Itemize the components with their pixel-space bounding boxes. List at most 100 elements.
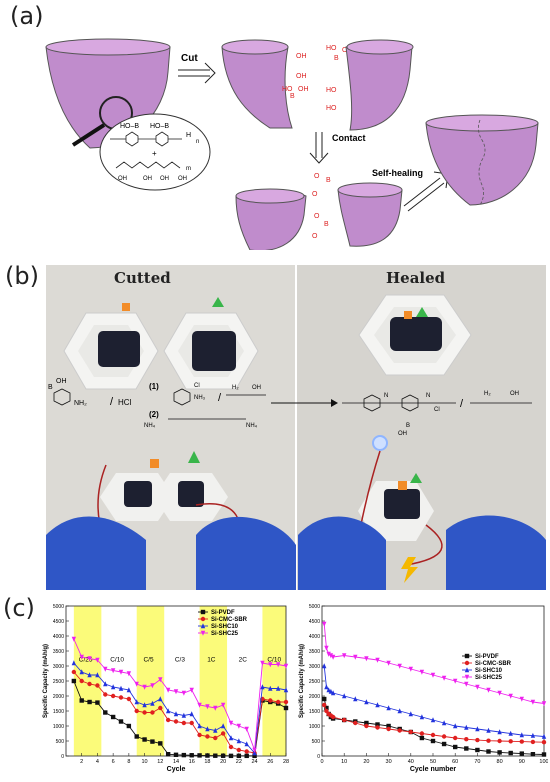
x-tick-label: 2 — [80, 759, 83, 765]
ho-group: HO — [326, 105, 337, 112]
data-point — [430, 738, 436, 744]
data-point — [386, 705, 391, 711]
legend-entry: Si-CMC-SBR — [211, 617, 248, 623]
data-point — [142, 702, 147, 708]
data-point — [275, 685, 281, 691]
x-tick-label: 30 — [386, 759, 392, 765]
data-point — [342, 693, 347, 699]
data-point — [353, 720, 358, 726]
data-point — [165, 687, 171, 693]
panel-b-label: (b) — [5, 262, 39, 290]
rate-label: 2C — [239, 657, 248, 664]
nh3-label: NH₃ — [194, 395, 206, 401]
inset-oh-3: OH — [160, 176, 169, 182]
cl-label: Cl — [194, 383, 200, 389]
data-point — [150, 739, 155, 744]
glove-right — [196, 516, 296, 590]
data-point — [326, 651, 331, 657]
data-point — [142, 710, 147, 715]
rate-label: 1C — [207, 657, 216, 664]
data-point — [486, 738, 491, 743]
data-point — [260, 660, 265, 666]
data-point — [364, 723, 369, 729]
data-point — [71, 660, 77, 666]
data-point — [95, 672, 100, 678]
x-tick-label: 6 — [112, 759, 115, 765]
data-point — [324, 705, 329, 711]
data-point — [197, 732, 202, 738]
data-point — [508, 739, 513, 744]
data-point — [530, 752, 536, 757]
oh-label: OH — [56, 378, 67, 385]
legend-entry: Si-SHC10 — [211, 624, 239, 630]
data-point — [126, 696, 132, 702]
data-point — [158, 705, 163, 711]
y-tick-label: 2500 — [53, 679, 64, 685]
y-tick-label: 2000 — [53, 694, 64, 700]
inset-m-sub: m — [186, 166, 191, 172]
data-point — [441, 675, 447, 681]
data-point — [205, 704, 210, 710]
data-point — [330, 690, 336, 696]
data-point — [118, 669, 124, 675]
data-point — [386, 726, 391, 732]
series-line — [73, 638, 287, 751]
data-point — [126, 723, 132, 729]
data-point — [283, 663, 289, 669]
data-point — [464, 724, 469, 730]
data-point — [541, 740, 547, 745]
legend-entry: Si-SHC25 — [211, 631, 239, 637]
data-point — [430, 717, 436, 723]
data-point — [103, 692, 108, 697]
data-point — [260, 684, 265, 690]
oh-label-2: OH — [252, 385, 261, 391]
y-axis-label: Specific Capacity (mAh/g) — [299, 644, 305, 718]
data-point — [464, 737, 469, 742]
y-tick-label: 3500 — [53, 649, 64, 655]
data-point — [173, 719, 179, 724]
data-point — [419, 714, 425, 720]
data-point — [324, 645, 329, 651]
data-point — [213, 735, 218, 741]
data-point — [268, 685, 273, 691]
data-point — [252, 753, 257, 759]
data-point — [364, 656, 369, 662]
circuit-scene-left — [46, 451, 296, 590]
data-point — [244, 726, 249, 732]
cut-arrow: Cut — [178, 53, 216, 84]
hexagon-tray-healed — [358, 294, 472, 376]
cut-label: Cut — [181, 53, 198, 64]
data-point — [453, 678, 458, 684]
ho-group: HO — [326, 45, 337, 52]
inset-nh-label: H — [186, 132, 191, 139]
data-point — [205, 734, 210, 739]
data-point — [322, 621, 327, 627]
data-point — [252, 747, 257, 753]
rate-highlight-band — [136, 606, 165, 756]
data-point — [220, 753, 226, 758]
x-tick-label: 8 — [127, 759, 130, 765]
data-point — [110, 714, 116, 720]
x-tick-label: 16 — [189, 759, 195, 765]
slash-3: / — [460, 398, 464, 410]
y-tick-label: 0 — [317, 754, 320, 760]
n-label-2: N — [426, 393, 430, 399]
x-axis-label: Cycle — [167, 766, 186, 773]
data-point — [464, 746, 469, 751]
green-triangle — [212, 297, 224, 307]
inset-boronic-label: HO–B — [120, 123, 139, 130]
self-healing-arrow: Self-healing — [372, 168, 449, 212]
o-group: O — [312, 233, 318, 240]
data-point — [453, 735, 458, 741]
data-point — [126, 671, 132, 677]
y-tick-label: 3000 — [53, 664, 64, 670]
data-point — [236, 747, 242, 753]
reaction-scheme: OH B NH₂ / HCl (1) Cl NH₃ / H₂ OH (2) NH… — [48, 378, 532, 437]
data-point — [189, 687, 194, 693]
data-point — [268, 698, 273, 703]
data-point — [475, 726, 480, 732]
data-point — [375, 657, 380, 663]
data-point — [330, 654, 336, 660]
y-tick-label: 500 — [56, 739, 65, 745]
data-point — [364, 720, 369, 726]
